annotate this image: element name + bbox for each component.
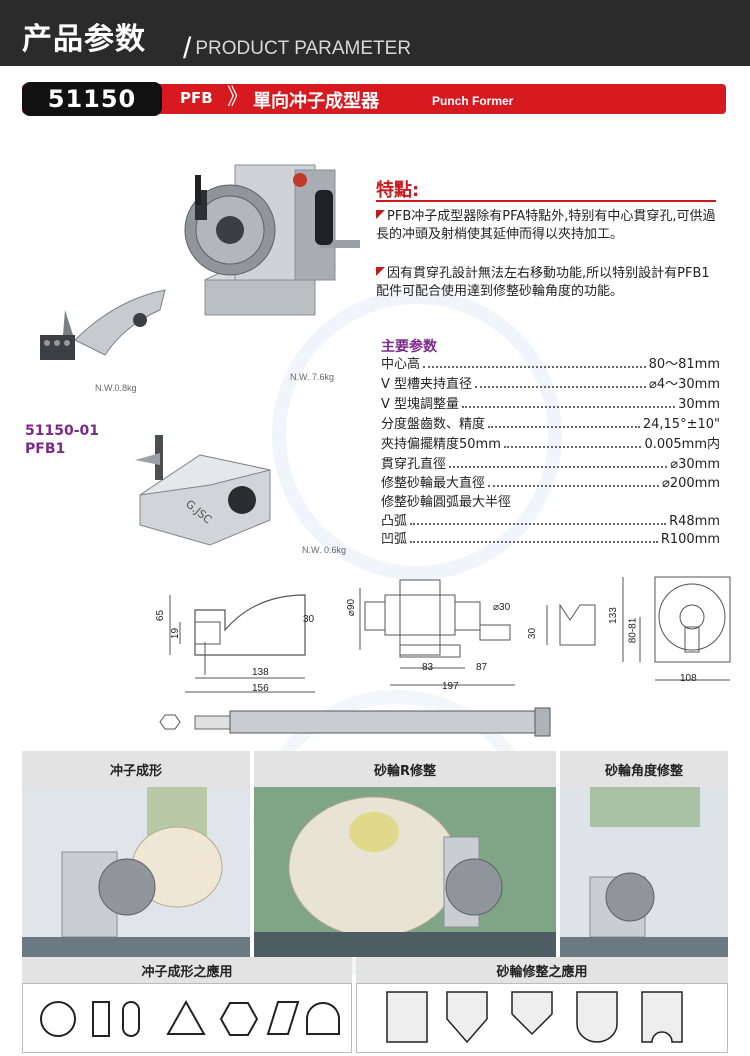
- spec-value: R48mm: [669, 514, 720, 529]
- spec-value: 80～81mm: [648, 357, 720, 372]
- features-title: 特點:: [376, 180, 420, 201]
- spec-key: V 型塊調整量: [381, 397, 460, 412]
- spec-key: 凹弧: [381, 532, 408, 547]
- header-slash: /: [183, 32, 192, 65]
- spec-key: 修整砂輪圓弧最大半徑: [381, 495, 512, 510]
- spec-row: 凹弧 R100mm: [381, 529, 720, 547]
- header-title-en-text: PRODUCT PARAMETER: [195, 38, 412, 59]
- dim-83: 83: [422, 662, 434, 673]
- dim-197: 197: [442, 681, 459, 692]
- spec-key: 分度盤齒数、精度: [381, 417, 486, 432]
- dim-8081: 80-81: [627, 617, 639, 644]
- accessory-code: 51150-01 PFB1: [25, 422, 99, 458]
- spec-key: 貫穿孔直徑: [381, 457, 447, 472]
- dim-30b: ⌀30: [493, 602, 511, 613]
- wheel-shapes-box: [356, 983, 728, 1053]
- weight-label-1: N.W.0.8kg: [95, 383, 137, 393]
- spec-key: 中心高: [381, 357, 421, 372]
- spec-row: V 型塊調整量 30mm: [381, 394, 720, 412]
- feature-item-2: 因有貫穿孔設計無法左右移動功能,所以特别設計有PFB1配件可配合使用達到修整砂輪…: [376, 265, 721, 300]
- technical-drawing-vblock: [546, 603, 596, 646]
- dim-87: 87: [476, 662, 488, 673]
- weight-label-3: N.W. 0.6kg: [302, 545, 347, 555]
- spec-row: 修整砂輪最大直徑 ⌀200mm: [381, 473, 720, 491]
- dim-30a: 30: [303, 614, 315, 625]
- model-name-cn: 單向冲子成型器: [253, 91, 379, 112]
- model-strip: 51150 PFB 》 單向冲子成型器 Punch Former: [22, 82, 726, 116]
- chevron-icon: 》: [227, 85, 250, 110]
- dim-65: 65: [155, 609, 167, 622]
- spec-row: V 型槽夹持直径 ⌀4～30mm: [381, 374, 720, 392]
- punch-rod-image: [159, 707, 551, 737]
- features-divider: [376, 200, 716, 202]
- spec-value: 30mm: [678, 397, 720, 412]
- pfb-arm-image: [40, 289, 166, 360]
- applications-header-left: 冲子成形之應用: [22, 957, 352, 983]
- bullet-triangle-icon: [376, 210, 385, 219]
- technical-drawing-front: [622, 576, 731, 681]
- spec-key: 凸弧: [381, 514, 408, 529]
- pfb1-image: G.JSC: [135, 435, 271, 546]
- spec-row: 凸弧 R48mm: [381, 511, 720, 529]
- bullet-triangle-icon: [376, 267, 385, 276]
- specs-title: 主要参数: [381, 339, 437, 355]
- accessory-name: PFB1: [25, 441, 66, 457]
- dim-156: 156: [252, 683, 269, 694]
- spec-row: 中心高 80～81mm: [381, 354, 720, 372]
- technical-drawing-arm: [169, 594, 315, 693]
- spec-key: V 型槽夹持直径: [381, 377, 473, 392]
- gallery-image-punch-forming: [22, 787, 250, 957]
- dim-90: ⌀90: [346, 598, 358, 617]
- spec-row: 分度盤齒数、精度 24,15°±10": [381, 414, 720, 432]
- feature-text-2: 因有貫穿孔設計無法左右移動功能,所以特别設計有PFB1配件可配合使用達到修整砂輪…: [376, 266, 710, 299]
- punch-shapes-box: [22, 983, 352, 1053]
- spec-value: ⌀30mm: [670, 457, 720, 472]
- weight-label-2: N.W. 7.6kg: [290, 372, 335, 382]
- dim-30c: 30: [527, 627, 539, 640]
- feature-item-1: PFB冲子成型器除有PFA特點外,特别有中心貫穿孔,可供過長的冲頭及射梢使其延伸…: [376, 208, 721, 243]
- spec-value: 24,15°±10": [642, 417, 720, 432]
- model-name-en: Punch Former: [432, 94, 514, 108]
- spec-row: 貫穿孔直徑 ⌀30mm: [381, 454, 720, 472]
- feature-text-1: PFB冲子成型器除有PFA特點外,特别有中心貫穿孔,可供過長的冲頭及射梢使其延伸…: [376, 209, 716, 242]
- spec-value: R100mm: [660, 532, 720, 547]
- gallery-header-2: 砂輪R修整: [254, 751, 556, 787]
- gallery-header-1: 冲子成形: [22, 751, 250, 787]
- header-title-cn: 产品参数: [22, 22, 146, 57]
- spec-value: 0.005mm内: [644, 437, 720, 452]
- spec-key: 夾持偏擺精度50mm: [381, 437, 501, 452]
- model-code: PFB: [180, 89, 213, 107]
- technical-drawing-side: [359, 579, 515, 686]
- page-header: 产品参数 /PRODUCT PARAMETER: [0, 0, 750, 66]
- applications-header-right: 砂輪修整之應用: [356, 957, 728, 983]
- spec-value: ⌀4～30mm: [649, 377, 720, 392]
- spec-value: ⌀200mm: [662, 476, 720, 491]
- gallery-image-angle-dressing: [560, 787, 728, 957]
- punch-former-image: [184, 164, 360, 316]
- gallery-header-3: 砂輪角度修整: [560, 751, 728, 787]
- dim-133: 133: [607, 607, 619, 624]
- spec-key: 修整砂輪最大直徑: [381, 476, 486, 491]
- dim-138: 138: [252, 667, 269, 678]
- dim-19: 19: [170, 627, 182, 640]
- header-title-en: /PRODUCT PARAMETER: [183, 28, 412, 65]
- gallery-image-r-dressing: [254, 787, 556, 957]
- dim-108: 108: [680, 673, 697, 684]
- spec-row: 修整砂輪圓弧最大半徑: [381, 492, 720, 510]
- spec-row: 夾持偏擺精度50mm 0.005mm内: [381, 434, 720, 452]
- model-number: 51150: [22, 82, 162, 116]
- accessory-number: 51150-01: [25, 423, 99, 439]
